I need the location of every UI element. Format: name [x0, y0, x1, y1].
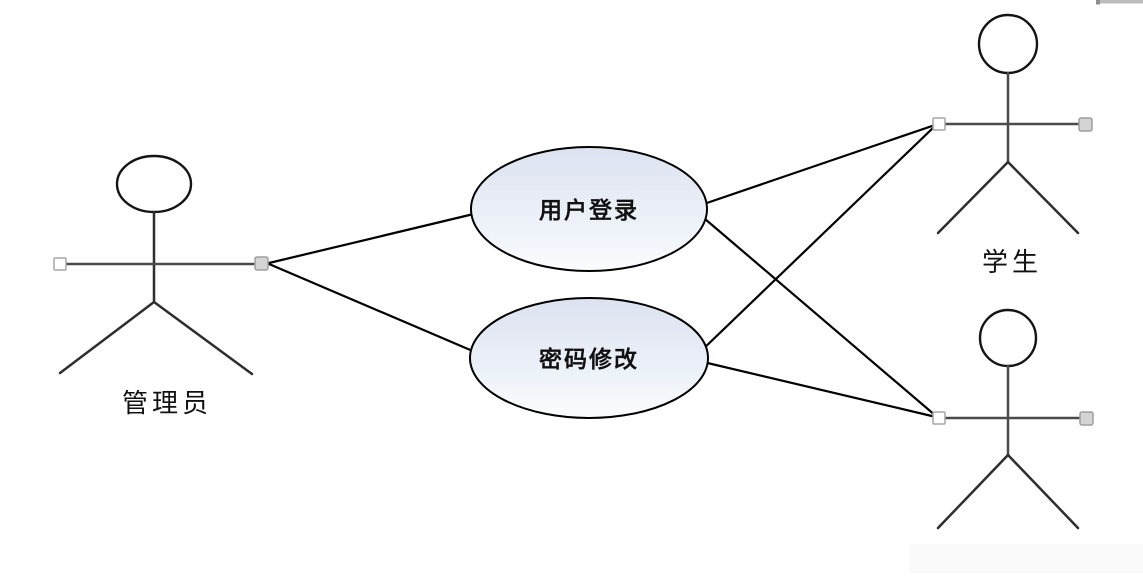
actor-admin-handle-left[interactable]: [53, 257, 67, 271]
actor-student-bottom[interactable]: [932, 308, 1094, 530]
use-case-change-password-ellipse[interactable]: [469, 297, 709, 419]
use-case-login-label: 用户登录: [539, 197, 639, 224]
bottom-right-highlight: [910, 544, 1143, 573]
actor-student-bottom-leg-right: [1006, 453, 1080, 530]
connector-admin-login[interactable]: [267, 210, 484, 265]
actor-admin-handle-right[interactable]: [254, 256, 269, 271]
actor-admin-label: 管理员: [122, 389, 212, 419]
connector-change-password-student-top[interactable]: [697, 124, 937, 355]
actor-student-bottom-handle-right[interactable]: [1079, 411, 1094, 426]
actor-student-bottom-head: [978, 308, 1038, 368]
actor-student-top-handle-left[interactable]: [932, 117, 946, 131]
actor-admin[interactable]: 管理员: [53, 154, 269, 419]
actor-student-bottom-handle-left[interactable]: [932, 411, 946, 425]
connector-login-student-top[interactable]: [696, 123, 937, 208]
top-right-strip: [1096, 0, 1143, 4]
use-case-change-password-label: 密码修改: [539, 346, 639, 373]
use-case-login-ellipse[interactable]: [470, 146, 708, 272]
actor-student-bottom-leg-left: [936, 453, 1010, 530]
actor-admin-leg-right: [152, 300, 254, 376]
use-case-login[interactable]: 用户登录: [470, 146, 708, 272]
actor-student-top-leg-left: [936, 160, 1010, 235]
actor-admin-leg-left: [58, 300, 156, 375]
connector-login-student-bottom[interactable]: [696, 211, 938, 418]
actor-student-top-head: [977, 13, 1039, 75]
actor-student-top-label: 学生: [982, 248, 1042, 278]
actor-student-top-handle-right[interactable]: [1078, 117, 1093, 132]
use-case-change-password[interactable]: 密码修改: [469, 297, 709, 419]
actor-student-top-leg-right: [1006, 160, 1080, 235]
top-right-strip-cap: [1096, 0, 1100, 5]
connector-admin-change-password[interactable]: [267, 262, 484, 357]
connectors: [267, 123, 938, 419]
actor-admin-head: [115, 154, 193, 214]
actor-student-top[interactable]: 学生: [932, 13, 1093, 278]
connector-change-password-student-bottom[interactable]: [697, 359, 938, 419]
